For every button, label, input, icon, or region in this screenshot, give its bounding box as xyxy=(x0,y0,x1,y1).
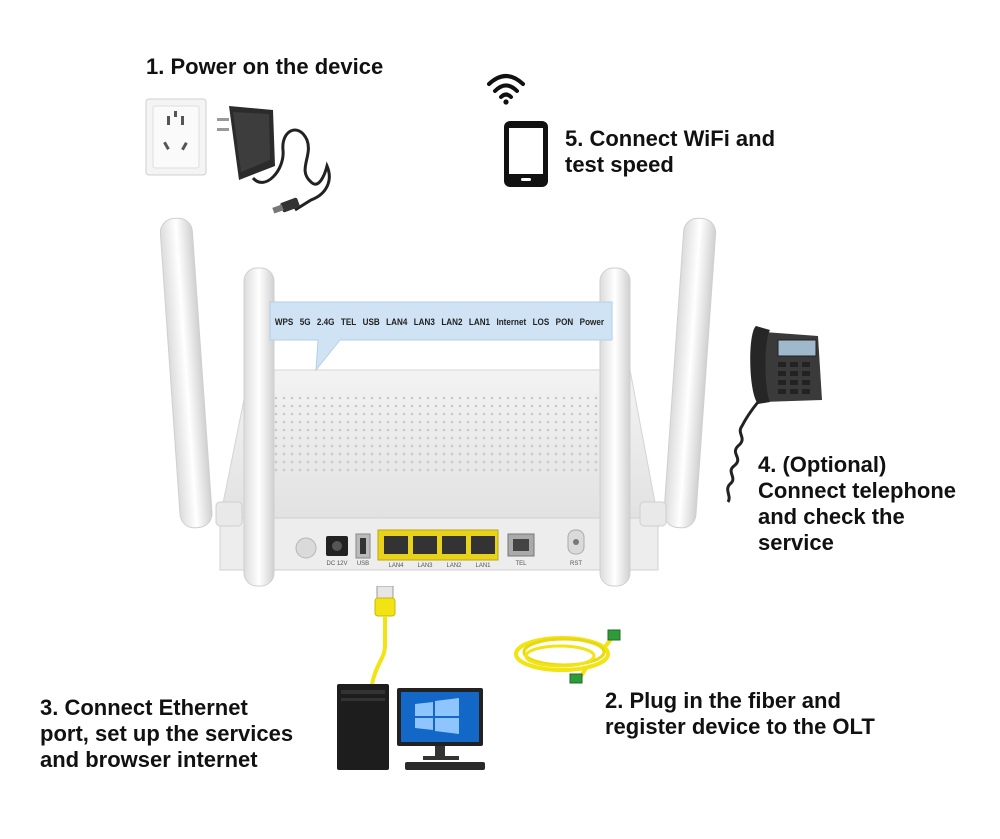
step-4-line-3: and check the xyxy=(758,504,905,529)
label-dc: DC 12V xyxy=(326,561,347,567)
wifi-icon xyxy=(487,74,525,105)
antenna-left-inner xyxy=(243,267,275,587)
indicator-label: LAN3 xyxy=(414,316,435,327)
indicator-label: PON xyxy=(556,316,574,327)
fiber-cable-icon xyxy=(514,629,621,684)
step-5-connect-wifi: 5. Connect WiFi and test speed xyxy=(565,126,775,178)
step-3-line-3: and browser internet xyxy=(40,747,258,772)
indicator-label: TEL xyxy=(341,316,357,327)
lan4-port xyxy=(384,536,408,554)
router-icon: DC 12V USB LAN4 LAN3 LAN2 LAN1 TEL RST xyxy=(160,217,717,587)
label-lan4: LAN4 xyxy=(388,563,404,569)
indicator-label: Internet xyxy=(496,316,526,327)
indicator-label: USB xyxy=(363,316,380,327)
step-3-line-2: port, set up the services xyxy=(40,721,294,746)
step-2-line-2: register device to the OLT xyxy=(605,714,875,739)
step-1-power-on: 1. Power on the device xyxy=(146,54,383,80)
indicator-label: 5G xyxy=(300,316,311,327)
indicator-label: Power xyxy=(580,316,605,327)
label-usb: USB xyxy=(357,561,369,567)
desk-phone-icon xyxy=(726,326,822,503)
indicator-callout: WPS 5G 2.4G TEL USB LAN4 LAN3 LAN2 LAN1 Internet L… xyxy=(269,301,613,372)
power-adapter-icon xyxy=(217,106,331,214)
smartphone-icon xyxy=(504,121,548,187)
indicator-label: LAN1 xyxy=(469,316,490,327)
antenna-left-outer xyxy=(160,217,213,529)
step-3-connect-ethernet: 3. Connect Ethernet port, set up the ser… xyxy=(40,695,293,773)
indicator-label: LAN2 xyxy=(441,316,462,327)
step-4-line-1: 4. (Optional) xyxy=(758,452,887,477)
power-button xyxy=(295,537,317,559)
lan3-port xyxy=(413,536,437,554)
label-tel: TEL xyxy=(515,561,527,567)
indicator-label: LOS xyxy=(533,316,550,327)
step-3-line-1: 3. Connect Ethernet xyxy=(40,695,248,720)
label-rst: RST xyxy=(570,561,582,567)
antenna-right-inner xyxy=(599,267,631,587)
step-4-line-2: Connect telephone xyxy=(758,478,957,503)
step-4-telephone: 4. (Optional) Connect telephone and chec… xyxy=(758,452,956,556)
indicator-label: WPS xyxy=(275,316,294,327)
lan1-port xyxy=(471,536,495,554)
wall-outlet-icon xyxy=(145,98,207,176)
lan2-port xyxy=(442,536,466,554)
indicator-label: LAN4 xyxy=(386,316,407,327)
indicator-label: 2.4G xyxy=(317,316,335,327)
label-lan1: LAN1 xyxy=(475,563,491,569)
desktop-computer-icon xyxy=(337,684,485,770)
step-2-plug-fiber: 2. Plug in the fiber and register device… xyxy=(605,688,875,740)
ethernet-cable-icon xyxy=(370,586,396,685)
step-5-line-2: test speed xyxy=(565,152,674,177)
step-1-line-1: 1. Power on the device xyxy=(146,54,384,79)
antenna-right-outer xyxy=(663,217,717,529)
step-5-line-1: 5. Connect WiFi and xyxy=(565,126,776,151)
step-4-line-4: service xyxy=(758,530,834,555)
label-lan3: LAN3 xyxy=(417,563,433,569)
step-2-line-1: 2. Plug in the fiber and xyxy=(605,688,841,713)
label-lan2: LAN2 xyxy=(446,563,462,569)
